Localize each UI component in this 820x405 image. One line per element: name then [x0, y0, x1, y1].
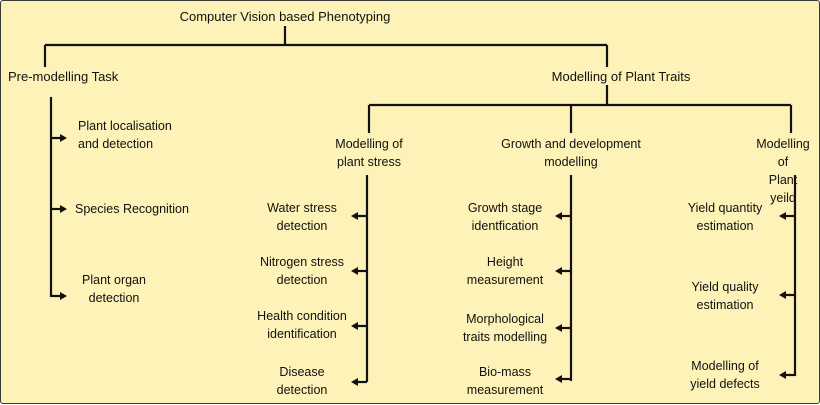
arrow-plant-localisation [51, 134, 67, 142]
arrow-morphological [555, 324, 571, 332]
arrow-yield-quality [779, 291, 795, 299]
arrow-yield-defects [779, 371, 795, 379]
stress-item-disease: Disease detection [276, 365, 328, 397]
premodelling-title: Pre-modelling Task [8, 69, 119, 84]
stress-item-water: Water stress detection [267, 201, 337, 233]
stress-title: Modelling of plant stress [335, 137, 403, 169]
arrow-disease [351, 378, 367, 386]
stress-item-nitrogen: Nitrogen stress detection [259, 255, 345, 287]
yield-item-quality: Yield quality estimation [691, 280, 759, 312]
yield-item-defects: Modelling of yield defects [690, 359, 760, 391]
premodelling-item-species-recognition: Species Recognition [75, 202, 189, 216]
premodelling-item-plant-organ: Plant organ detection [82, 273, 146, 305]
arrow-species-recognition [51, 205, 67, 213]
growth-item-height: Height measurement [466, 255, 544, 287]
growth-title: Growth and development modelling [501, 137, 641, 169]
modelling-title: Modelling of Plant Traits [551, 69, 691, 84]
growth-item-morphological: Morphological traits modelling [462, 312, 548, 344]
arrow-biomass [555, 375, 571, 383]
arrow-growth-stage [555, 212, 571, 220]
yield-item-quantity: Yield quantity estimation [687, 201, 763, 233]
arrow-nitrogen-stress [351, 267, 367, 275]
growth-item-biomass: Bio-mass measurement [466, 365, 544, 397]
root-node: Computer Vision based Phenotyping [179, 9, 391, 24]
arrow-plant-organ [51, 292, 67, 300]
arrow-yield-quantity [779, 212, 795, 220]
stress-item-health: Health condition identification [257, 309, 347, 341]
yield-title: Modelling of Plant yeild [756, 137, 810, 205]
arrow-water-stress [351, 212, 367, 220]
premodelling-item-plant-localisation: Plant localisation and detection [78, 119, 172, 151]
growth-item-stage: Growth stage identfication [467, 201, 543, 233]
arrow-height [555, 267, 571, 275]
arrow-health-condition [351, 322, 367, 330]
